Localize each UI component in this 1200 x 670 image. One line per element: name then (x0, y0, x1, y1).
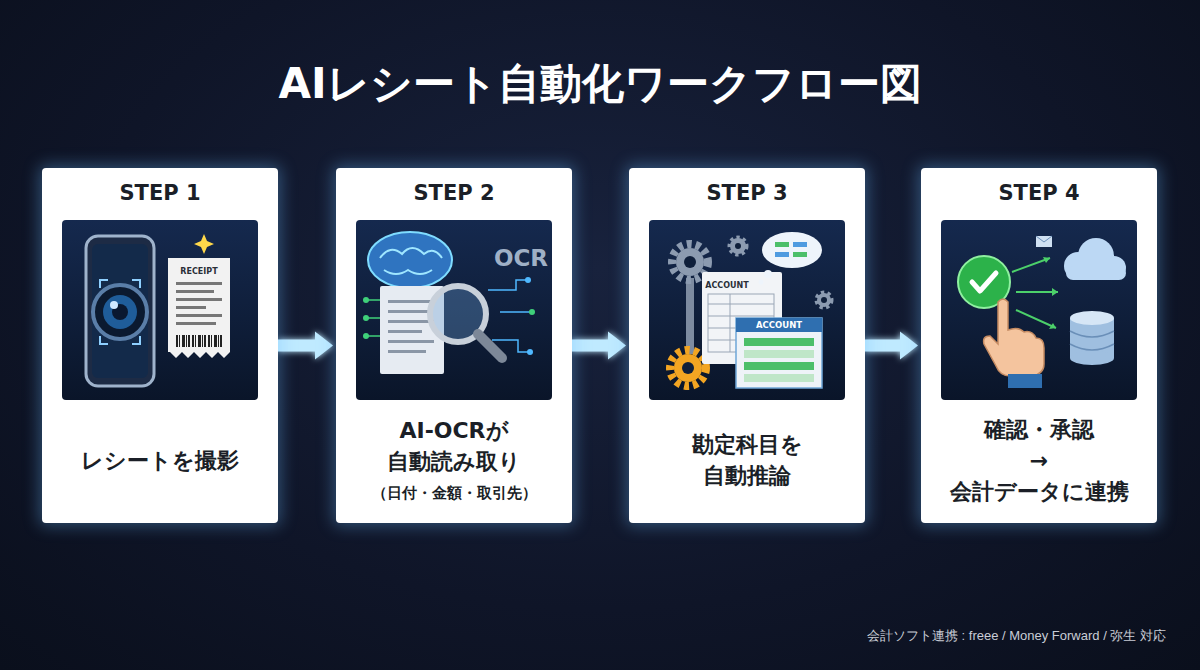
step-body: AI-OCRが 自動読み取り （日付・金額・取引先） (336, 406, 572, 514)
flow-arrow (278, 332, 333, 360)
step-body: 勘定科目を 自動推論 (629, 406, 865, 514)
step-heading: STEP 2 (336, 181, 572, 205)
step-card: STEP 4 確認・承認 → 会計データに連携 (921, 168, 1157, 523)
flow-arrow (572, 332, 626, 360)
step-body: 確認・承認 → 会計データに連携 (921, 406, 1157, 514)
step-description: AI-OCRが 自動読み取り (387, 415, 521, 477)
step-body: レシートを撮影 (42, 406, 278, 514)
step-card: STEP 1 レシートを撮影 (42, 168, 278, 523)
caption-note: 会計ソフト連携 : freee / Money Forward / 弥生 対応 (867, 627, 1166, 645)
step-heading: STEP 3 (629, 181, 865, 205)
step-card: STEP 2 AI-OCRが 自動読み取り （日付・金額・取引先） (336, 168, 572, 523)
illustration-label: OCR (494, 245, 548, 271)
step-description: 確認・承認 → 会計データに連携 (950, 414, 1129, 507)
flow-arrow (865, 332, 918, 360)
step-description: レシートを撮影 (81, 445, 239, 476)
illustration-label: ACCOUNT (705, 281, 748, 290)
diagram-title: AIレシート自動化ワークフロー図 (0, 56, 1200, 112)
step-card: STEP 3 勘定科目を 自動推論 (629, 168, 865, 523)
illustration-label: RECEIPT (180, 267, 217, 276)
illustration-label: ACCOUNT (756, 320, 802, 330)
step-heading: STEP 4 (921, 181, 1157, 205)
step-description: 勘定科目を 自動推論 (692, 429, 803, 491)
step-detail: （日付・金額・取引先） (372, 481, 537, 505)
step-heading: STEP 1 (42, 181, 278, 205)
